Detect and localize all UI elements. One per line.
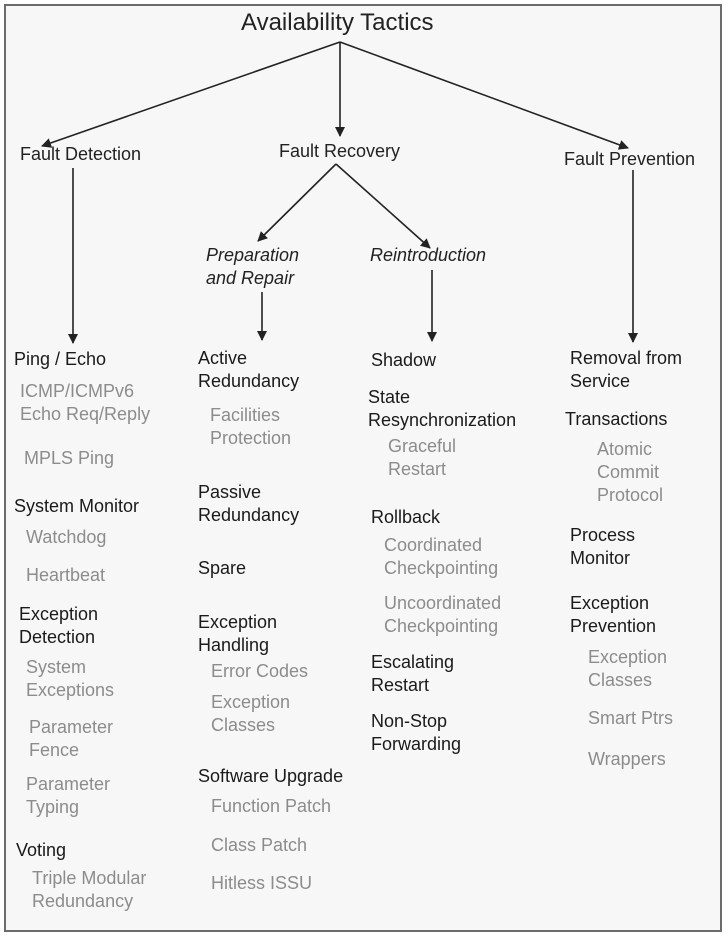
detail-watchdog: Watchdog xyxy=(26,527,107,547)
tactic-non-stop-forwarding-line1: Non-Stop xyxy=(371,711,448,731)
category-fault-detection: Fault Detection xyxy=(20,144,142,164)
detail-system-exceptions-line2: Exceptions xyxy=(26,680,115,700)
detail-atomic-commit-line3: Protocol xyxy=(597,485,664,505)
category-fault-recovery: Fault Recovery xyxy=(279,141,401,161)
tactic-software-upgrade: Software Upgrade xyxy=(198,766,344,786)
tactic-exception-prevention-line2: Prevention xyxy=(570,616,657,636)
tactic-voting: Voting xyxy=(16,840,67,860)
detail-class-patch: Class Patch xyxy=(211,835,308,855)
arrow-recovery-to-reintro xyxy=(335,163,431,249)
detail-icmp-line1: ICMP/ICMPv6 xyxy=(20,381,135,401)
detail-facilities-protection-line1: Facilities xyxy=(210,405,281,425)
category-fault-prevention: Fault Prevention xyxy=(564,149,696,169)
detail-tmr-line2: Redundancy xyxy=(32,891,134,911)
subcategory-preparation-line1: Preparation xyxy=(206,245,300,265)
tactic-escalating-restart-line1: Escalating xyxy=(371,652,455,672)
tactic-transactions: Transactions xyxy=(565,409,668,429)
detail-atomic-commit-line2: Commit xyxy=(597,462,659,482)
tactic-exception-handling-line1: Exception xyxy=(198,612,278,632)
detail-smart-ptrs: Smart Ptrs xyxy=(588,708,674,728)
detail-coordinated-line1: Coordinated xyxy=(384,535,483,555)
detail-exception-classes-line1: Exception xyxy=(211,692,291,712)
subcategory-preparation-line2: and Repair xyxy=(206,268,295,288)
diagram-title: Availability Tactics xyxy=(241,9,434,36)
detail-hitless-issu: Hitless ISSU xyxy=(211,873,313,893)
tactic-process-monitor-line2: Monitor xyxy=(570,548,631,568)
tactic-exception-prevention-line1: Exception xyxy=(570,593,650,613)
detail-parameter-typing-line1: Parameter xyxy=(26,774,111,794)
tactic-system-monitor: System Monitor xyxy=(14,496,140,516)
detail-exception-classes-prev-line1: Exception xyxy=(588,647,668,667)
detail-parameter-fence-line1: Parameter xyxy=(29,717,114,737)
detail-icmp-line2: Echo Req/Reply xyxy=(20,404,151,424)
tactic-active-redundancy-line2: Redundancy xyxy=(198,371,300,391)
tactic-ping-echo: Ping / Echo xyxy=(14,349,107,369)
tactic-passive-redundancy-line2: Redundancy xyxy=(198,505,300,525)
detail-atomic-commit-line1: Atomic xyxy=(597,439,653,459)
detail-uncoordinated-line1: Uncoordinated xyxy=(384,593,502,613)
tactic-escalating-restart-line2: Restart xyxy=(371,675,430,695)
detail-facilities-protection-line2: Protection xyxy=(210,428,292,448)
detail-heartbeat: Heartbeat xyxy=(26,565,106,585)
tactic-spare: Spare xyxy=(198,558,247,578)
detail-parameter-fence-line2: Fence xyxy=(29,740,80,760)
arrow-recovery-to-prep xyxy=(257,163,337,242)
tactic-process-monitor-line1: Process xyxy=(570,525,636,545)
tactic-state-resync-line1: State xyxy=(368,387,411,407)
tactic-non-stop-forwarding-line2: Forwarding xyxy=(371,734,462,754)
tactic-exception-detection-line2: Detection xyxy=(19,627,96,647)
detail-tmr-line1: Triple Modular xyxy=(32,868,147,888)
detail-function-patch: Function Patch xyxy=(211,796,332,816)
detail-exception-classes-line2: Classes xyxy=(211,715,276,735)
detail-mpls-ping: MPLS Ping xyxy=(24,448,115,468)
detail-uncoordinated-line2: Checkpointing xyxy=(384,616,499,636)
tactic-removal-from-service-line2: Service xyxy=(570,371,631,391)
tactic-exception-handling-line2: Handling xyxy=(198,635,270,655)
detail-graceful-restart-line2: Restart xyxy=(388,459,447,479)
tactic-state-resync-line2: Resynchronization xyxy=(368,410,517,430)
tactic-exception-detection-line1: Exception xyxy=(19,604,99,624)
detail-coordinated-line2: Checkpointing xyxy=(384,558,499,578)
arrow-title-to-prevention xyxy=(339,41,629,150)
detail-wrappers: Wrappers xyxy=(588,749,666,769)
arrow-title-to-detection xyxy=(41,41,341,148)
detail-graceful-restart-line1: Graceful xyxy=(388,436,457,456)
detail-error-codes: Error Codes xyxy=(211,661,309,681)
detail-parameter-typing-line2: Typing xyxy=(26,797,80,817)
tactic-passive-redundancy-line1: Passive xyxy=(198,482,262,502)
diagram-frame xyxy=(4,4,722,932)
tactic-active-redundancy-line1: Active xyxy=(198,348,248,368)
tactic-removal-from-service-line1: Removal from xyxy=(570,348,683,368)
tactic-shadow: Shadow xyxy=(371,350,437,370)
detail-exception-classes-prev-line2: Classes xyxy=(588,670,653,690)
subcategory-reintroduction: Reintroduction xyxy=(370,245,487,265)
detail-system-exceptions-line1: System xyxy=(26,657,87,677)
tactic-rollback: Rollback xyxy=(371,507,441,527)
